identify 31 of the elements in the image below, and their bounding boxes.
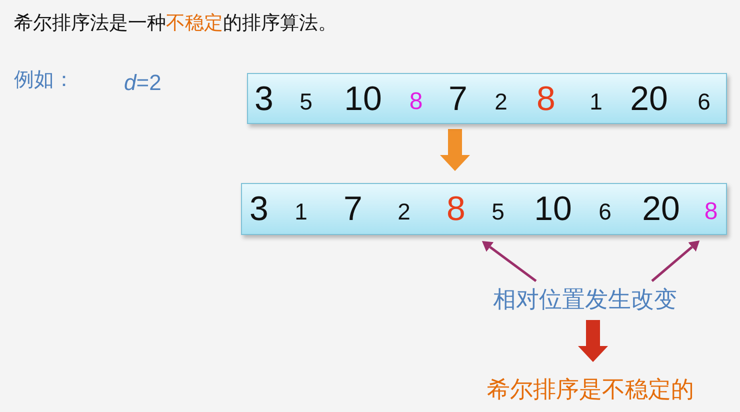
array-value: 8 [536, 82, 556, 116]
array-value: 6 [698, 90, 710, 114]
block-arrow [578, 320, 608, 362]
array-value: 6 [598, 200, 612, 224]
array-value: 10 [534, 192, 572, 226]
annotation-text: 相对位置发生改变 [493, 284, 677, 315]
block-arrow [440, 129, 470, 171]
slide-title: 希尔排序法是一种不稳定的排序算法。 [14, 11, 337, 36]
array-value: 20 [642, 192, 680, 226]
array-value: 8 [409, 90, 423, 114]
array-bar [247, 73, 727, 124]
array-value: 3 [250, 192, 268, 226]
array-value: 5 [300, 90, 312, 114]
array-value: 20 [630, 82, 668, 116]
array-value: 10 [344, 82, 382, 116]
array-value: 8 [704, 200, 718, 224]
arrow [482, 241, 537, 282]
example-label: 例如： [14, 66, 74, 93]
array-value: 2 [494, 90, 508, 114]
array-bar [241, 183, 727, 235]
array-value: 7 [448, 82, 468, 116]
array-value: 3 [254, 82, 274, 116]
conclusion-text: 希尔排序是不稳定的 [487, 374, 694, 405]
gap-label: d=2 [124, 70, 162, 96]
array-value: 1 [590, 90, 602, 114]
arrow [651, 240, 700, 282]
array-value: 2 [398, 200, 410, 224]
array-value: 1 [294, 200, 308, 224]
array-value: 7 [344, 192, 362, 226]
array-value: 8 [446, 192, 466, 226]
array-value: 5 [492, 200, 504, 224]
